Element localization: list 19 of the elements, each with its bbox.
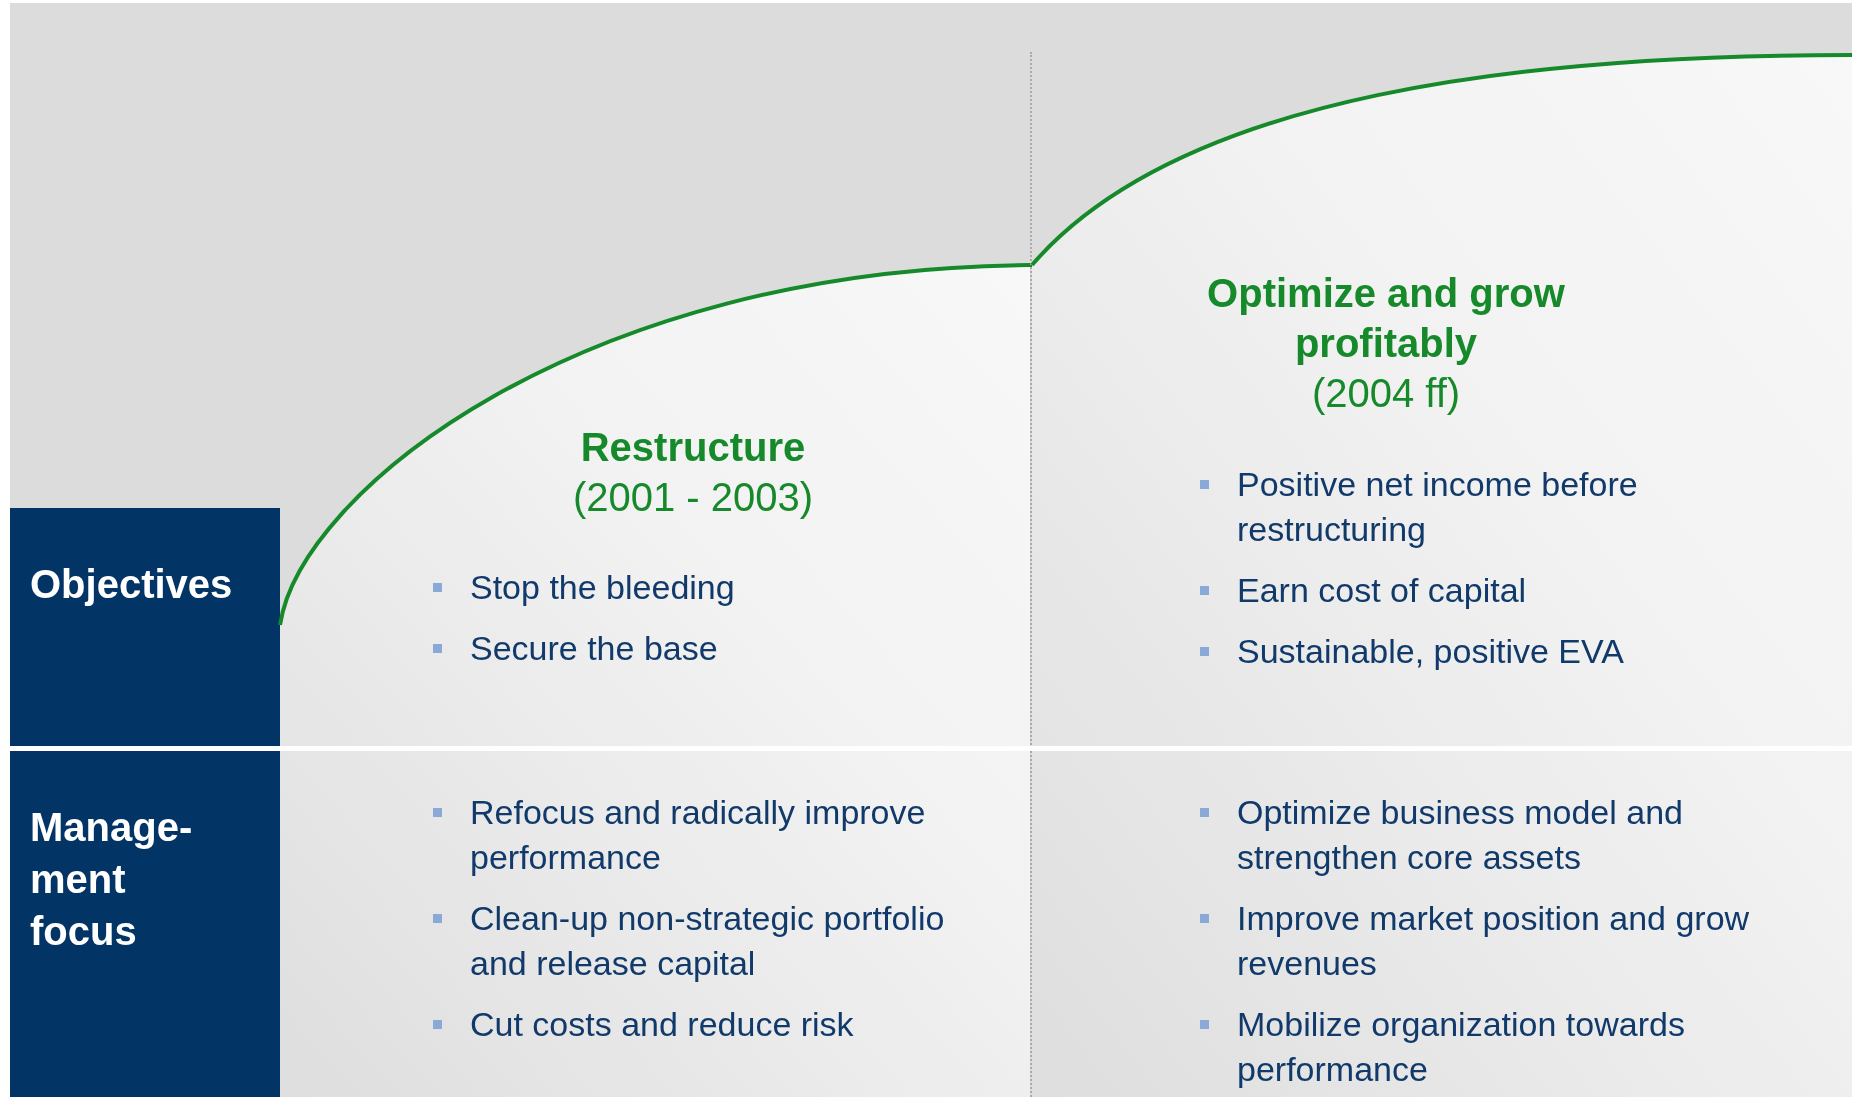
column-heading: Restructure <box>579 424 807 471</box>
bullet-text: Clean-up non-strategic portfolio and release capital <box>430 896 1010 986</box>
bullet-text: Improve market position and grow revenues <box>1197 896 1837 986</box>
bullet-text: Mobilize organization towards performance <box>1197 1002 1837 1092</box>
bullet-text: Sustainable, positive EVA <box>1197 629 1717 674</box>
column-heading: Optimize and grow profitably <box>1206 270 1566 367</box>
bullet-text: Optimize business model and strengthen core assets <box>1197 790 1837 880</box>
period-label: (2004 ff) <box>1310 370 1462 417</box>
period-label: (2001 - 2003) <box>571 474 815 521</box>
bullet-text: Stop the bleeding <box>430 565 1010 610</box>
bullet-text: Cut costs and reduce risk <box>430 1002 1010 1047</box>
row-header: Manage- ment focus <box>10 751 280 1097</box>
column-panel <box>280 262 1030 1097</box>
bullet-text: Refocus and radically improve performance <box>430 790 1010 880</box>
bullet-text: Positive net income before restructuring <box>1197 462 1717 552</box>
column-panel <box>1030 52 1852 1097</box>
bullet-text: Secure the base <box>430 626 1010 671</box>
row-header: Objectives <box>10 508 280 748</box>
bullet-text: Earn cost of capital <box>1197 568 1717 613</box>
